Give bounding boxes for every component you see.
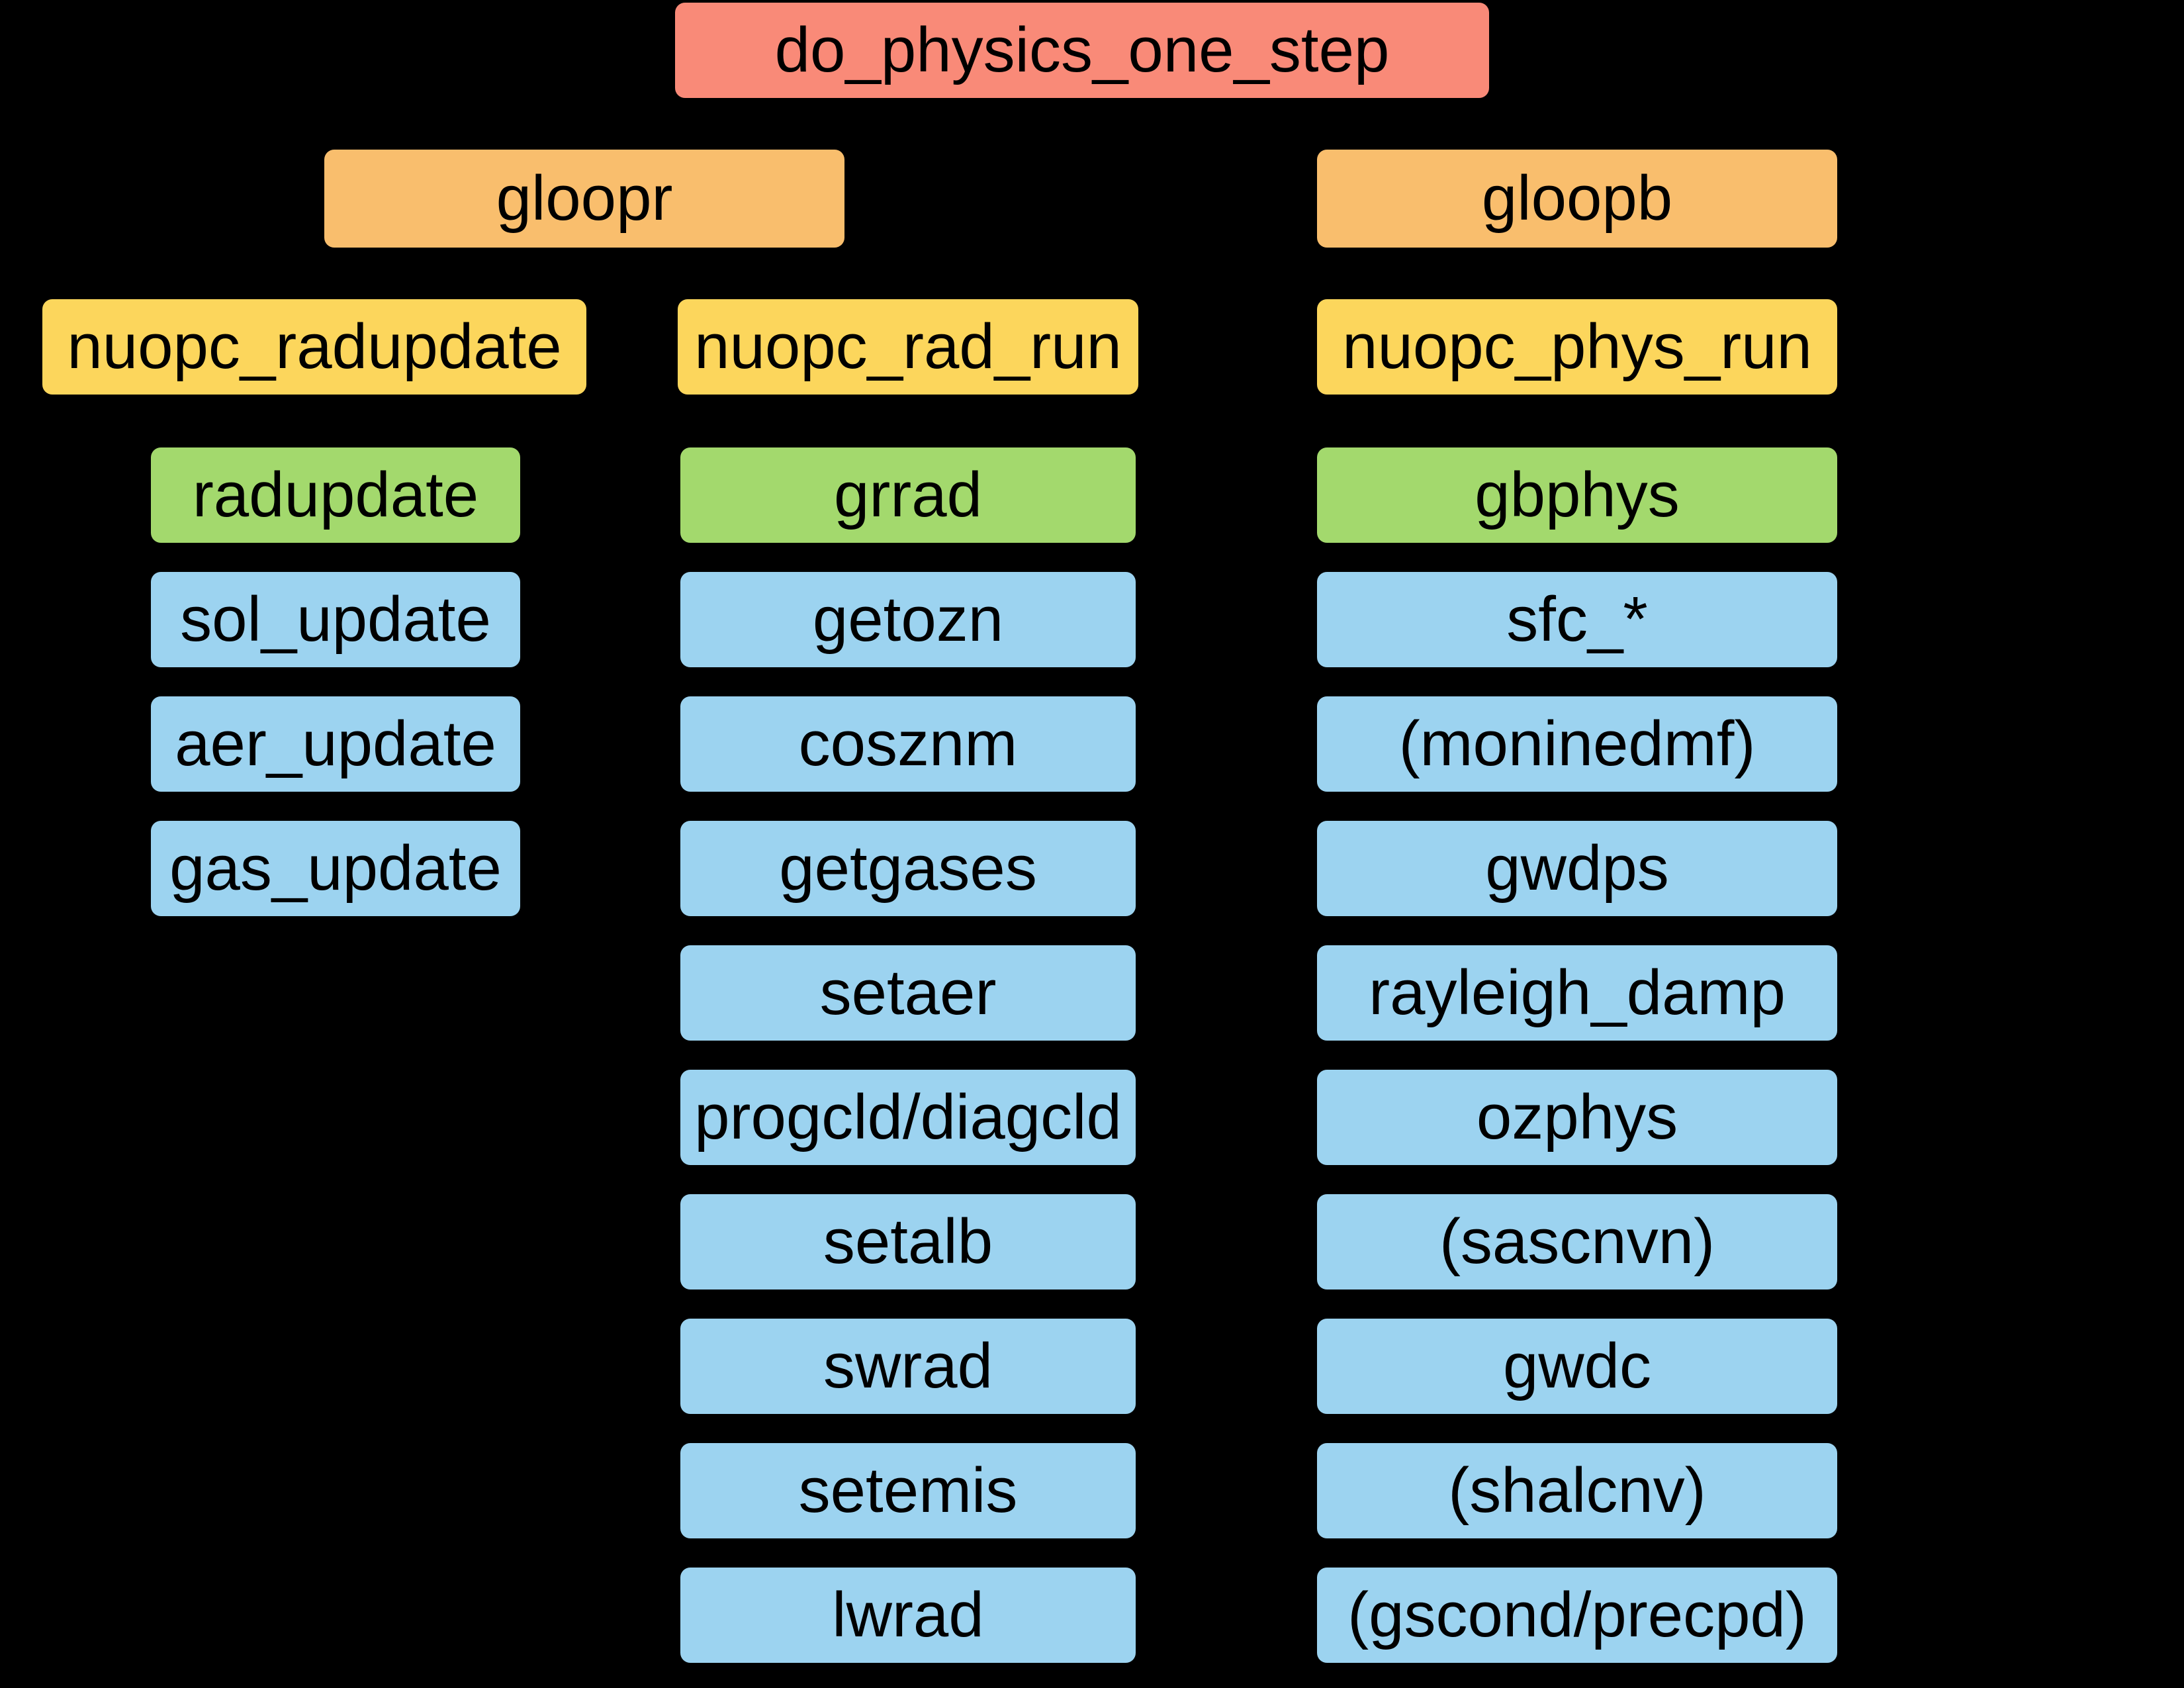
node-setalb: setalb <box>680 1194 1136 1289</box>
node-getozn: getozn <box>680 572 1136 667</box>
node-gas-update: gas_update <box>151 821 520 916</box>
node-setaer: setaer <box>680 945 1136 1041</box>
node-gbphys: gbphys <box>1317 447 1837 543</box>
node-swrad: swrad <box>680 1319 1136 1414</box>
node-gloopr: gloopr <box>324 150 844 248</box>
node-progcld-diagcld: progcld/diagcld <box>680 1070 1136 1165</box>
node-gwdc: gwdc <box>1317 1319 1837 1414</box>
node-aer-update: aer_update <box>151 696 520 792</box>
node-shalcnv: (shalcnv) <box>1317 1443 1837 1538</box>
node-lwrad: lwrad <box>680 1568 1136 1663</box>
node-nuopc-radupdate: nuopc_radupdate <box>42 299 586 395</box>
node-sfc-star: sfc_* <box>1317 572 1837 667</box>
node-cosznm: cosznm <box>680 696 1136 792</box>
node-gscond-precpd: (gscond/precpd) <box>1317 1568 1837 1663</box>
node-getgases: getgases <box>680 821 1136 916</box>
node-setemis: setemis <box>680 1443 1136 1538</box>
node-nuopc-rad-run: nuopc_rad_run <box>678 299 1138 395</box>
node-sascnvn: (sascnvn) <box>1317 1194 1837 1289</box>
node-sol-update: sol_update <box>151 572 520 667</box>
node-nuopc-phys-run: nuopc_phys_run <box>1317 299 1837 395</box>
node-rayleigh-damp: rayleigh_damp <box>1317 945 1837 1041</box>
node-do-physics-one-step: do_physics_one_step <box>675 3 1489 98</box>
node-radupdate: radupdate <box>151 447 520 543</box>
node-grrad: grrad <box>680 447 1136 543</box>
node-ozphys: ozphys <box>1317 1070 1837 1165</box>
node-gwdps: gwdps <box>1317 821 1837 916</box>
node-gloopb: gloopb <box>1317 150 1837 248</box>
node-moninedmf: (moninedmf) <box>1317 696 1837 792</box>
